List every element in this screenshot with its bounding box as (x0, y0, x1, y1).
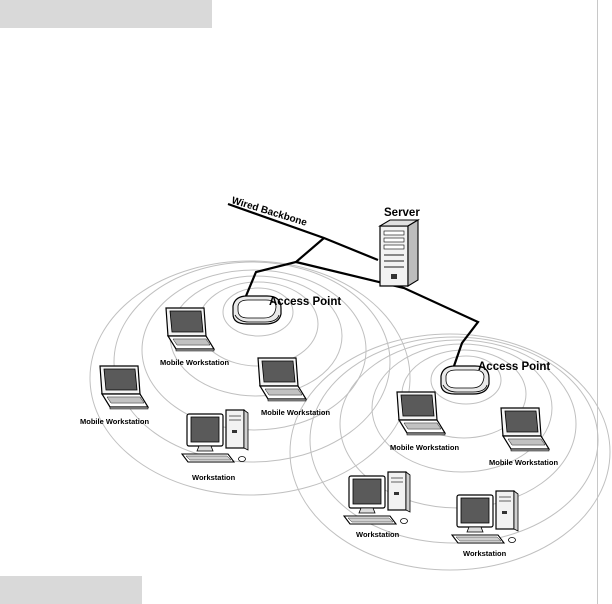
wired-backbone-cable (228, 204, 478, 366)
access-point-label-1: Access Point (269, 296, 341, 308)
workstation-label: Workstation (192, 473, 236, 482)
laptop-icon (397, 392, 445, 435)
laptop-icon (258, 358, 306, 401)
server-label: Server (384, 207, 420, 219)
mobile-workstation-label: Mobile Workstation (261, 408, 330, 417)
laptop-icon (501, 408, 549, 451)
desktop-workstation-icon (344, 472, 410, 524)
workstation-label: Workstation (463, 549, 507, 558)
mobile-workstation-label: Mobile Workstation (489, 458, 558, 467)
laptop-icon (100, 366, 148, 409)
desktop-workstation-icon (182, 410, 248, 462)
mobile-workstation-label: Mobile Workstation (160, 358, 229, 367)
workstation-label: Workstation (356, 530, 400, 539)
laptop-icon (166, 308, 214, 351)
backbone-label: Wired Backbone (230, 195, 308, 229)
server-tower-icon (380, 220, 418, 286)
mobile-workstation-label: Mobile Workstation (80, 417, 149, 426)
access-point-label-2: Access Point (478, 361, 550, 373)
mobile-workstation-label: Mobile Workstation (390, 443, 459, 452)
